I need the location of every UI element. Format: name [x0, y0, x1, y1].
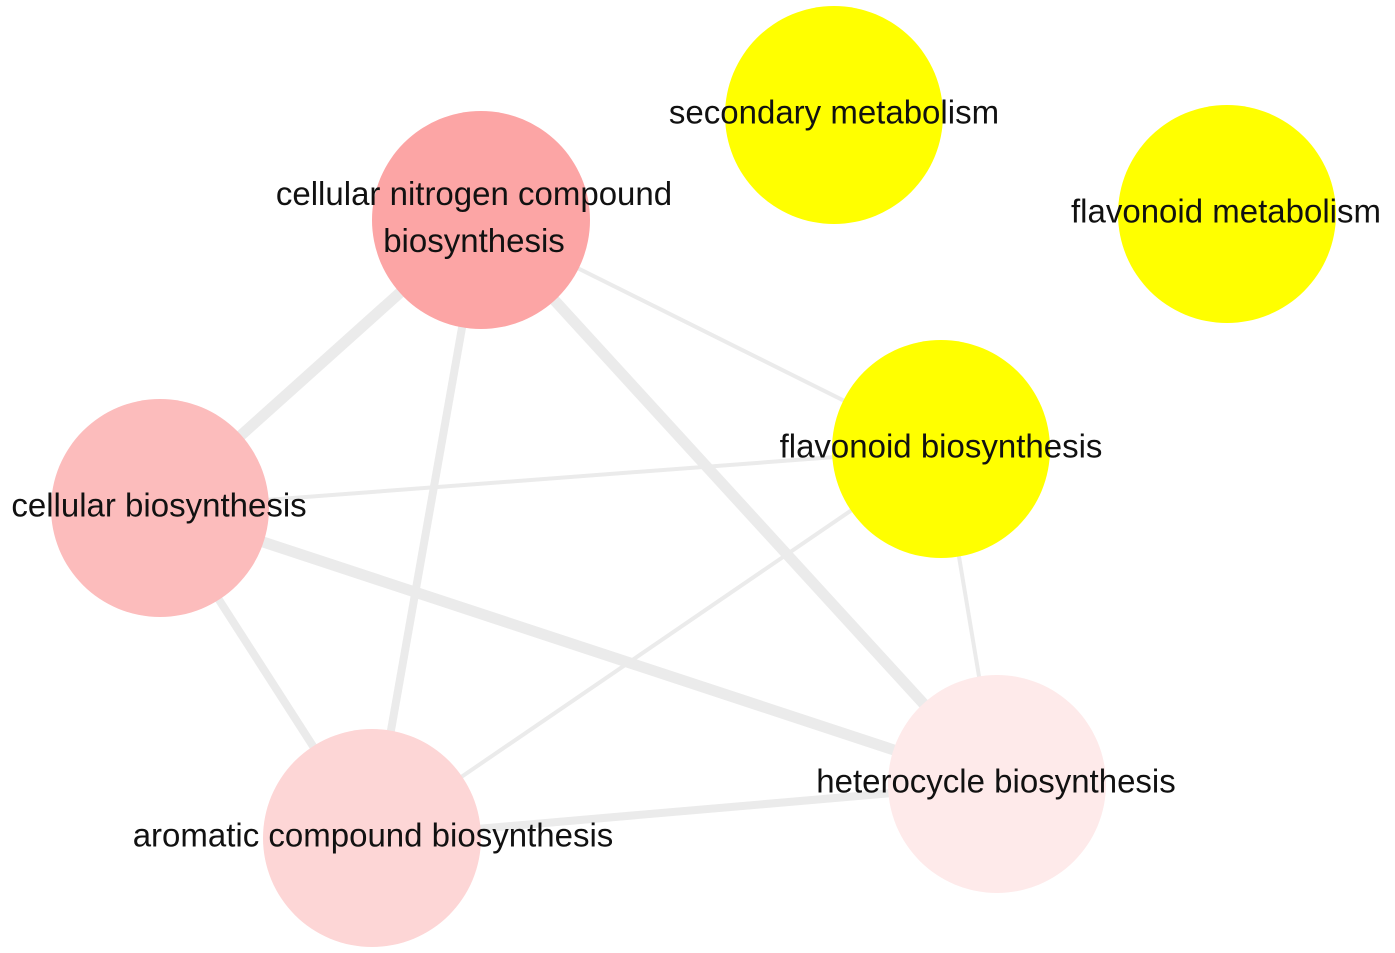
- node-layer: [51, 6, 1336, 947]
- edge-cb-fb: [159, 447, 942, 510]
- node-fm: [1118, 105, 1336, 323]
- node-cb: [51, 399, 269, 617]
- node-hb: [888, 675, 1106, 893]
- node-label-hb: heterocycle biosynthesis: [816, 763, 1176, 800]
- node-label-cb: cellular biosynthesis: [11, 487, 306, 524]
- node-fb: [832, 340, 1050, 558]
- node-label-cnc-line1: cellular nitrogen compound: [276, 175, 672, 212]
- node-sm: [725, 6, 943, 224]
- label-layer: cellular nitrogen compound biosynthesis ce…: [11, 94, 1381, 854]
- edge-cb-hb: [158, 502, 999, 790]
- node-label-fb: flavonoid biosynthesis: [780, 428, 1103, 465]
- edge-acb-fb: [370, 447, 943, 840]
- node-label-cnc-line2: biosynthesis: [383, 222, 565, 259]
- node-label-fm: flavonoid metabolism: [1071, 193, 1381, 230]
- edge-cnc-hb: [476, 216, 1002, 788]
- node-label-sm: secondary metabolism: [669, 94, 999, 131]
- node-acb: [263, 729, 481, 947]
- node-cnc: [372, 111, 590, 329]
- node-label-acb: aromatic compound biosynthesis: [133, 817, 614, 854]
